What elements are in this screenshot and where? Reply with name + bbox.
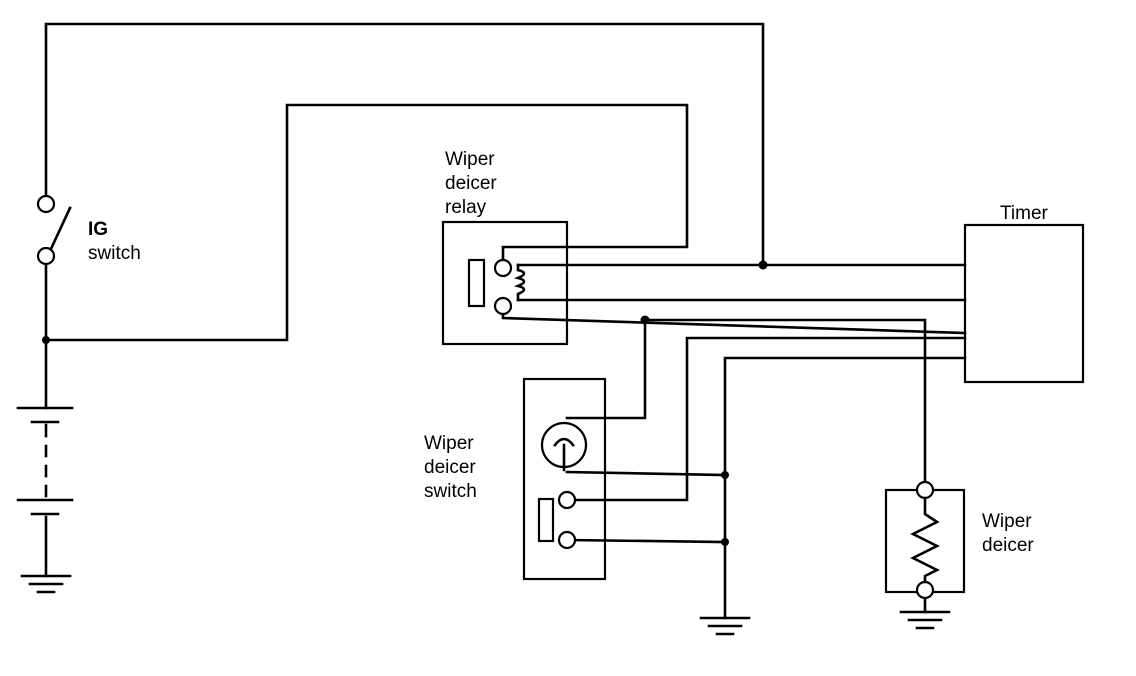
- ig-junction-dot: [42, 336, 50, 344]
- deicer-switch-label-line3: switch: [424, 481, 477, 502]
- relay-coil-icon: [513, 263, 526, 302]
- deicer-label-line2: deicer: [982, 535, 1034, 556]
- wire-to-deicer: [643, 318, 927, 484]
- junction-dot-timer-top: [758, 260, 768, 270]
- ig-switch-label-line2: switch: [88, 243, 141, 264]
- relay-label-line1: Wiper: [445, 149, 495, 170]
- junction-dot-relay-out: [640, 315, 650, 325]
- switch-knob-bar: [537, 497, 555, 543]
- junction-dot-switch: [721, 538, 729, 546]
- deicer-switch-housing: [522, 377, 607, 581]
- ig-switch-terminal-bottom: [36, 246, 56, 266]
- relay-terminal-bottom: [493, 296, 513, 316]
- battery-ground-symbol: [20, 574, 72, 594]
- relay-label-line2: deicer: [445, 173, 497, 194]
- ig-switch-terminal-top: [36, 194, 56, 214]
- switch-terminal-top: [557, 490, 577, 510]
- switch-ground-symbol: [699, 616, 751, 636]
- wire-relay-contact: [501, 310, 967, 335]
- wire-lamp-return: [565, 470, 727, 477]
- deicer-label-line1: Wiper: [982, 511, 1032, 532]
- relay-terminal-top: [493, 258, 513, 278]
- deicer-switch-label: Wiper deicer switch: [424, 432, 477, 504]
- switch-indicator-lamp-icon: [540, 421, 588, 472]
- relay-label: Wiper deicer relay: [445, 148, 497, 220]
- relay-label-line3: relay: [445, 197, 487, 218]
- ig-switch-label-line1: IG: [88, 219, 109, 240]
- wire-ig-junction-loop: [44, 103, 689, 342]
- wire-to-switch-lamp: [565, 318, 647, 420]
- deicer-ground-symbol: [899, 610, 951, 630]
- deicer-switch-label-line2: deicer: [424, 457, 476, 478]
- deicer-terminal-top: [915, 480, 935, 500]
- battery-symbol: [16, 406, 74, 578]
- deicer-terminal-bottom: [915, 580, 935, 600]
- junction-dot-lamp: [721, 471, 729, 479]
- deicer-switch-label-line1: Wiper: [424, 433, 474, 454]
- deicer-resistor-icon: [910, 496, 940, 584]
- timer-label: Timer: [1000, 202, 1048, 226]
- wire-timer-to-switch-top: [565, 336, 967, 502]
- relay-housing: [441, 220, 569, 346]
- relay-contact-bar: [467, 258, 486, 308]
- ig-switch-label: IG switch: [88, 218, 141, 266]
- timer-box: [963, 223, 1085, 384]
- wire-ig-to-timer-top: [44, 22, 765, 267]
- ig-switch-lever: [48, 206, 72, 253]
- deicer-label: Wiper deicer: [982, 510, 1034, 558]
- timer-label-line1: Timer: [1000, 203, 1048, 224]
- wire-switch-bottom: [565, 538, 727, 544]
- switch-terminal-bottom: [557, 530, 577, 550]
- wire-timer-to-ground-bus: [723, 356, 967, 620]
